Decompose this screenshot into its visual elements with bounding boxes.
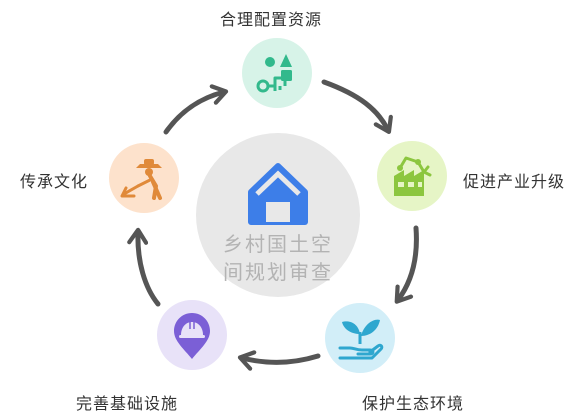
center-title-line-2: 间规划审查 xyxy=(223,260,333,284)
sprout-hand-icon xyxy=(338,319,384,360)
center-title-line-1: 乡村国土空 xyxy=(223,232,333,256)
label-ecology: 保护生态环境 xyxy=(362,394,465,413)
arrow-right-to-bottomright xyxy=(394,225,419,304)
arrow-top-to-right xyxy=(321,79,393,134)
arrow-bottomright-to-bottomleft xyxy=(237,350,321,371)
node-circle-culture xyxy=(109,143,179,213)
shapes-key-icon xyxy=(256,54,292,93)
helmet-pin-icon xyxy=(174,313,210,359)
farmer-plow-icon xyxy=(120,159,162,200)
node-circle-resources xyxy=(242,38,312,108)
factory-robot-icon xyxy=(394,156,432,196)
label-industry: 促进产业升级 xyxy=(463,172,566,191)
arrow-bottomleft-to-left xyxy=(127,227,161,307)
arrow-left-to-top xyxy=(163,84,229,135)
label-infrastructure: 完善基础设施 xyxy=(76,394,179,413)
house-icon xyxy=(248,163,308,225)
label-resources: 合理配置资源 xyxy=(220,10,323,29)
label-culture: 传承文化 xyxy=(20,172,89,191)
